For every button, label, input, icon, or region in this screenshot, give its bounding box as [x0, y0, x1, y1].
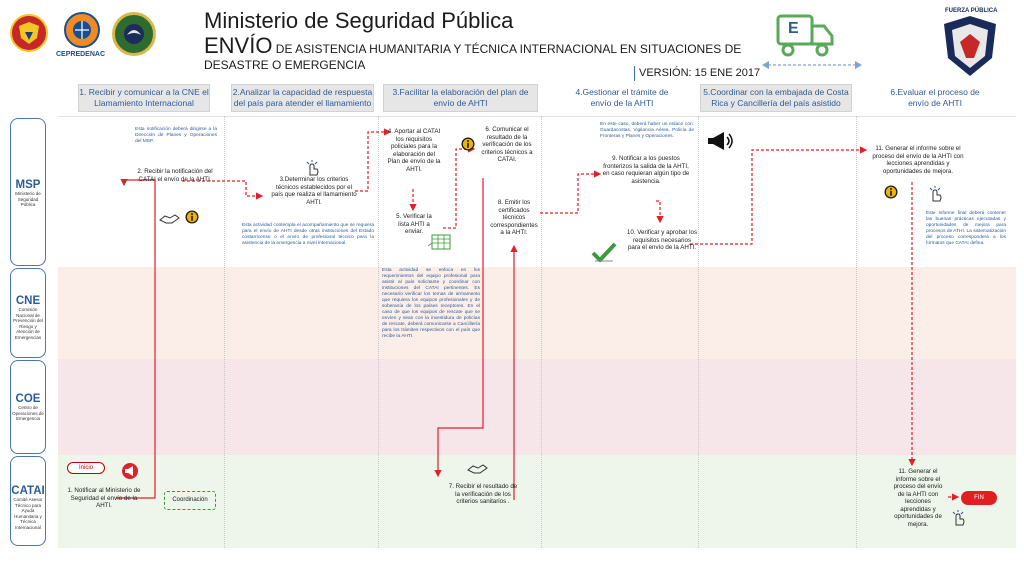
logo-fuerza-publica — [944, 16, 996, 76]
arrow-10-11a — [690, 146, 868, 245]
hand-click-icon — [952, 510, 965, 526]
arrow-6-7 — [434, 178, 484, 478]
lane-abbr: CNE — [15, 295, 41, 307]
start-terminal: Inicio — [67, 462, 105, 474]
step-3: 3.Determinar los criterios técnicos esta… — [271, 176, 357, 206]
info-icon — [884, 185, 898, 199]
note-liaison: En este caso, deberá haber un enlace con… — [600, 122, 694, 139]
arrow-5-6 — [443, 145, 476, 229]
step-1: 1. Notificar al Ministerio de Seguridad … — [67, 487, 141, 509]
step-7: 7. Recibir el resultado de la verificaci… — [448, 483, 518, 505]
end-terminal: FIN — [961, 491, 997, 505]
stage-header-4: 4.Gestionar el trámite de envío de la AH… — [575, 87, 669, 108]
lane-abbr: CATAI — [11, 485, 45, 497]
note-requirements: Esta actividad se enfoca en los requerim… — [382, 268, 480, 339]
globe-icon — [73, 21, 91, 39]
subtitle-big: ENVÍO — [204, 33, 273, 58]
step-11b: 11. Generar el informe sobre el proceso … — [893, 468, 943, 528]
step-11a: 11. Generar el informe sobre el proceso … — [872, 145, 964, 175]
lane-abbr: COE — [15, 393, 41, 405]
logo-cepredenac — [64, 12, 100, 48]
arrow-3-4 — [355, 128, 392, 192]
stage-header-3: 3.Facilitar la elaboración del plan de e… — [383, 84, 538, 112]
step-8: 8. Emitir los certificados técnicos corr… — [490, 199, 538, 236]
arrow-8-9 — [540, 170, 602, 214]
spreadsheet-icon — [428, 234, 451, 250]
coordination-box: Coordinación — [164, 491, 216, 510]
lane-label-coe: COE Centro de Operaciones de Emergencia — [10, 360, 46, 454]
eagle-icon — [124, 24, 144, 44]
note-accompaniment: Esta actividad contempla el acompañamien… — [242, 223, 374, 246]
logo-cne — [10, 14, 48, 52]
handshake-icon — [159, 214, 180, 224]
megaphone-icon — [122, 463, 138, 479]
lane-label-msp: MSP Ministerio de Seguridad Pública — [10, 118, 46, 266]
column-divider — [378, 116, 379, 548]
lane-full: Centro de Operaciones de Emergencia — [12, 405, 44, 421]
checkmark-icon — [591, 242, 617, 262]
fuerza-label: FUERZA PÚBLICA — [945, 8, 998, 14]
column-divider — [541, 116, 542, 548]
stage-header-1: 1. Recibir y comunicar a la CNE el Llama… — [78, 84, 210, 112]
lane-label-cne: CNE Comisión Nacional de Prevención del … — [10, 268, 46, 358]
note-notification: Esta notificación deberá dirigirse a la … — [135, 127, 217, 144]
step-5: 5. Verificar la lista AHTI a enviar. — [396, 213, 432, 235]
info-icon — [461, 137, 475, 151]
version-label: VERSIÓN: 15 ENE 2017 — [634, 66, 760, 81]
step-6: 6. Comunicar el resultado de la verifica… — [481, 126, 533, 163]
step-2: 2. Recibir la notificación del CATAI el … — [137, 168, 213, 183]
stage-header-6: 6.Evaluar el proceso de envío de AHTI — [890, 87, 980, 108]
column-divider — [856, 116, 857, 548]
stage-header-5: 5.Coordinar con la embajada de Costa Ric… — [700, 84, 852, 112]
hand-click-icon — [929, 186, 942, 202]
truck-letter: E — [788, 20, 799, 37]
cepredenac-label: CEPREDENAC — [56, 51, 106, 58]
info-icon — [185, 210, 199, 224]
step-10: 10. Verificar y aprobar los requisitos n… — [626, 229, 698, 251]
truck-icon — [776, 14, 834, 57]
note-final-report: Este informe final deberá contener las b… — [926, 211, 1006, 246]
arrow-1-2 — [116, 179, 156, 499]
page-title: Ministerio de Seguridad Pública — [204, 8, 514, 33]
shield-icon — [19, 22, 39, 44]
arrow-2-3 — [182, 180, 264, 200]
megaphone-icon — [708, 132, 733, 150]
lane-full: Ministerio de Seguridad Pública — [15, 191, 41, 207]
lane-full: Comisión Nacional de Prevención del Ries… — [13, 307, 43, 340]
hand-click-icon — [306, 160, 319, 176]
lane-abbr: MSP — [15, 179, 41, 191]
step-4: 4. Aportar al CATAI los requisitos polic… — [387, 128, 441, 173]
page-subtitle: ENVÍO DE ASISTENCIA HUMANITARIA Y TÉCNIC… — [204, 35, 764, 73]
stage-header-2: 2.Analizar la capacidad de respuesta del… — [231, 84, 374, 112]
column-divider — [224, 116, 225, 548]
logo-ministry-seal — [112, 12, 156, 56]
lane-full: Comité Asesor Técnico para Ayuda Humanit… — [13, 497, 43, 530]
handshake-icon — [467, 464, 488, 474]
step-9: 9. Notificar a los puestos fronterizos l… — [602, 155, 690, 185]
subtitle-rest: DE ASISTENCIA HUMANITARIA Y TÉCNICA INTE… — [204, 42, 742, 72]
column-divider — [698, 116, 699, 548]
lane-label-catai: CATAI Comité Asesor Técnico para Ayuda H… — [10, 456, 46, 546]
arrow-9-10 — [656, 200, 664, 224]
